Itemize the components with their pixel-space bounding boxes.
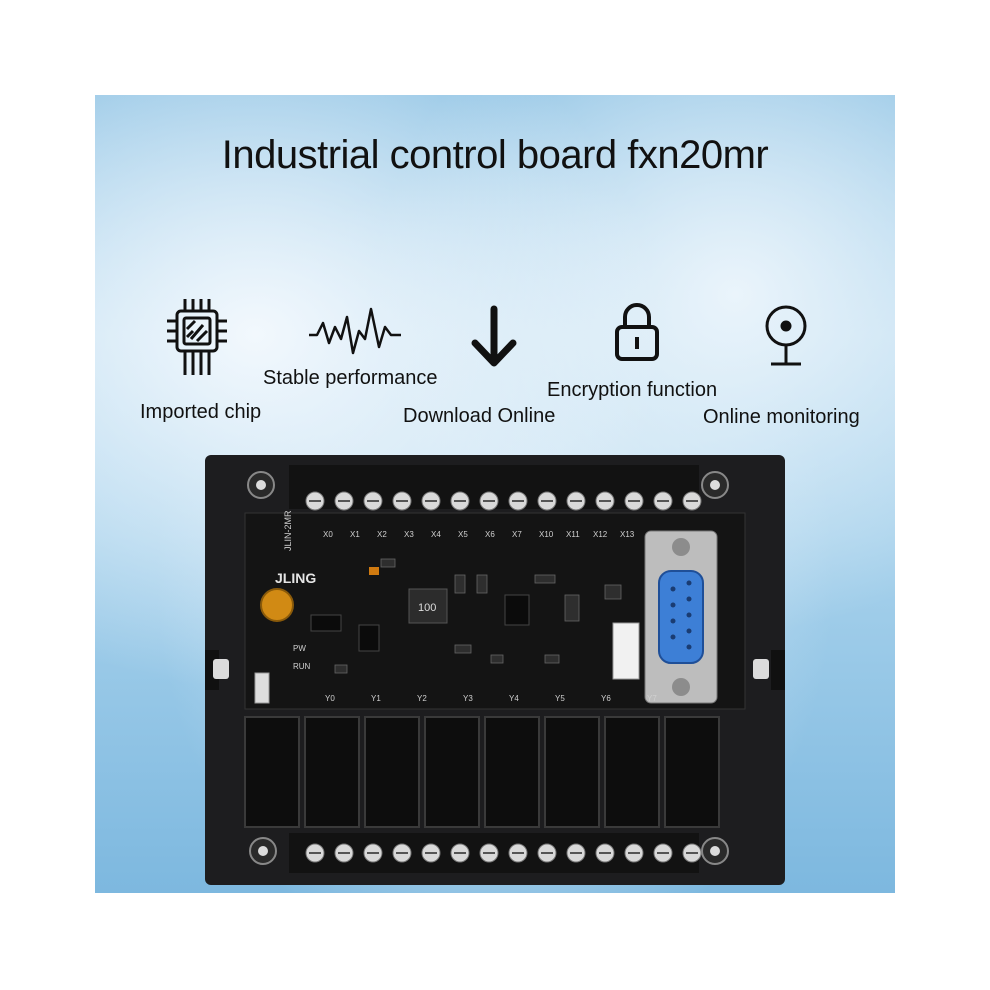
svg-text:PW: PW [293, 644, 306, 653]
output-label: Y1 [371, 694, 381, 703]
relay [484, 716, 540, 828]
camera-monitor-icon [765, 305, 807, 366]
output-label: Y0 [325, 694, 335, 703]
relay [364, 716, 420, 828]
relay [304, 716, 360, 828]
input-label: X1 [350, 530, 360, 539]
output-label: Y6 [601, 694, 611, 703]
plc-board-image: JLING JLIN-2MR X0 X1 X2 X3 X4 X5 X6 X7 X10 X11 X12… [205, 455, 785, 885]
svg-text:RUN: RUN [293, 662, 311, 671]
input-label: X6 [485, 530, 495, 539]
feature-label-imported-chip: Imported chip [140, 401, 262, 423]
feature-label-stable-performance: Stable performance [263, 367, 438, 389]
relay [544, 716, 600, 828]
input-label: X7 [512, 530, 522, 539]
download-arrow-icon [471, 305, 517, 367]
input-label: X0 [323, 530, 333, 539]
output-label: Y5 [555, 694, 565, 703]
relay [664, 716, 720, 828]
input-label: X11 [566, 530, 580, 539]
chip-icon [167, 299, 227, 375]
svg-text:JLIN-2MR: JLIN-2MR [283, 510, 293, 551]
input-label: X2 [377, 530, 387, 539]
product-banner: Industrial control board fxn20mr Imp [95, 95, 895, 893]
input-label: X13 [620, 530, 635, 539]
input-label: X4 [431, 530, 441, 539]
relay [424, 716, 480, 828]
input-label: X10 [539, 530, 554, 539]
svg-text:JLING: JLING [275, 570, 316, 586]
svg-text:100: 100 [418, 602, 436, 614]
output-label: Y4 [509, 694, 519, 703]
relay [604, 716, 660, 828]
input-label: X5 [458, 530, 468, 539]
output-label: Y7 [647, 694, 657, 703]
relay [244, 716, 300, 828]
output-label: Y2 [417, 694, 427, 703]
output-label: Y3 [463, 694, 473, 703]
padlock-icon [615, 303, 659, 361]
input-label: X12 [593, 530, 608, 539]
feature-label-download-online: Download Online [403, 405, 556, 427]
waveform-icon [309, 307, 401, 355]
input-label: X3 [404, 530, 414, 539]
feature-label-encryption-function: Encryption function [547, 379, 718, 401]
page-title: Industrial control board fxn20mr [221, 133, 769, 177]
feature-label-online-monitoring: Online monitoring [703, 406, 860, 428]
